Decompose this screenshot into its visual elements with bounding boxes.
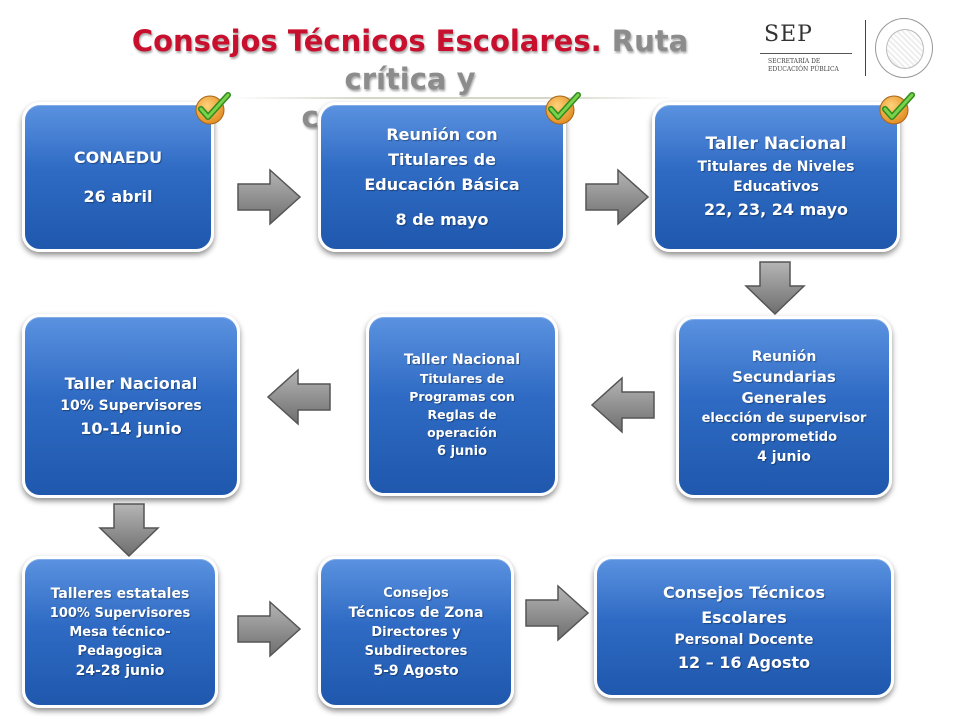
sep-subtitle-line-1: SECRETARÍA DE [768,58,821,65]
step-date: 6 junio [437,443,487,459]
logo-separator [865,20,866,76]
step-date: 5-9 Agosto [373,662,459,679]
step-line: Personal Docente [674,631,814,648]
step-date: 26 abril [83,187,153,206]
step-title: Taller Nacional [403,351,521,368]
step-title: Taller Nacional [705,134,847,154]
step-line: Pedagogica [77,643,163,659]
title-main: Consejos Técnicos Escolares. [131,24,602,58]
mexican-coat-of-arms-icon [875,18,933,78]
step-date: 4 junio [757,449,811,465]
step-date: 8 de mayo [395,210,489,229]
title-underline [230,97,680,99]
sep-logo: SEP SECRETARÍA DE EDUCACIÓN PÚBLICA [752,18,952,80]
step-line: Titulares de [388,150,496,169]
step-line: Educativos [733,179,819,195]
sep-subtitle-line-2: EDUCACIÓN PÚBLICA [768,66,839,73]
arrow-left-icon [590,376,655,434]
step-line: Técnicos de Zona [348,604,484,621]
step-line: Programas con [409,388,515,404]
step-line: Escolares [701,607,787,627]
step-line: 100% Supervisores [49,605,191,621]
step-line: Directores y [371,624,461,640]
step-date: 12 – 16 Agosto [677,652,811,672]
step-taller-nacional-supervisores: Taller Nacional 10% Supervisores 10-14 j… [22,314,240,498]
step-line: Titulares de [419,370,505,386]
step-reunion-titulares: Reunión con Titulares de Educación Básic… [318,102,566,252]
arrow-down-icon [98,503,160,558]
step-title: Reunión [751,349,817,365]
step-date: 24-28 junio [75,662,165,679]
sep-wordmark: SEP [764,22,813,47]
step-consejos-tecnicos-zona: Consejos Técnicos de Zona Directores y S… [318,556,514,708]
checkmark-icon [879,92,915,125]
step-line: Mesa técnico- [69,624,171,640]
sep-subtitle: SECRETARÍA DE EDUCACIÓN PÚBLICA [768,58,858,74]
arrow-down-icon [744,261,806,316]
arrow-right-icon [525,584,590,642]
step-title: Consejos Técnicos [662,582,826,602]
step-line: 10% Supervisores [60,398,202,414]
title-secondary: Ruta crítica y [344,24,689,96]
step-taller-nacional-titulares: Taller Nacional Titulares de Niveles Edu… [652,102,900,252]
checkmark-icon [195,92,231,125]
step-date: 22, 23, 24 mayo [703,200,849,219]
step-line: Titulares de Niveles [697,159,855,175]
arrow-left-icon [266,368,331,426]
arrow-right-icon [237,168,302,226]
step-line: Reglas de [427,406,497,422]
step-line: Secundarias [732,368,836,386]
step-line: Generales [741,389,827,407]
arrow-right-icon [237,600,302,658]
step-line: Reunión con [386,125,498,144]
step-talleres-estatales: Talleres estatales 100% Supervisores Mes… [22,556,218,708]
step-reunion-secundarias: Reunión Secundarias Generales elección d… [676,316,892,498]
logo-divider [760,53,852,54]
step-consejos-tecnicos-escolares: Consejos Técnicos Escolares Personal Doc… [594,556,894,698]
step-line: operación [427,424,497,440]
step-line: Educación Básica [364,175,520,194]
step-date: 10-14 junio [80,419,182,438]
arrow-right-icon [585,168,650,226]
step-line: elección de supervisor [701,411,867,426]
step-line: Subdirectores [364,643,468,659]
checkmark-icon [545,92,581,125]
step-title: CONAEDU [73,148,163,167]
step-conaedu: CONAEDU 26 abril [22,102,214,252]
step-taller-nacional-programas: Taller Nacional Titulares de Programas c… [366,314,558,496]
step-title: Talleres estatales [50,585,190,602]
step-line: comprometido [730,430,838,445]
step-title: Taller Nacional [64,374,198,393]
step-title: Consejos [383,585,449,601]
